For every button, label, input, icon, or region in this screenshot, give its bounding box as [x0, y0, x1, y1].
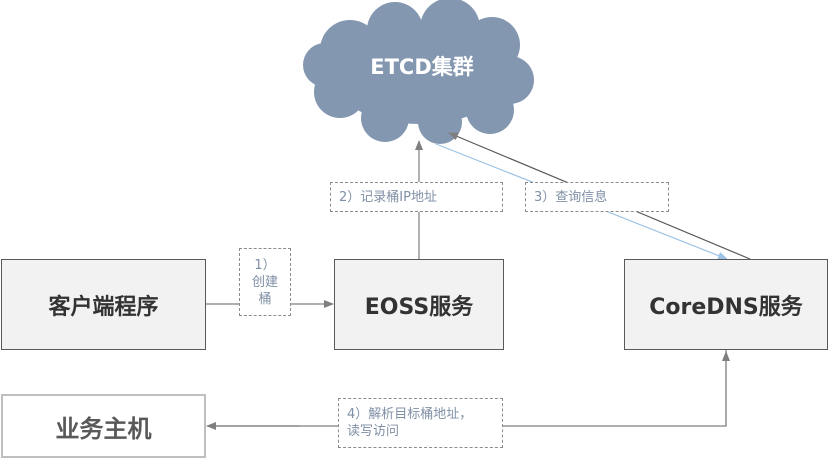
step1-create-bucket-label: 1） 创建 桶 — [239, 248, 291, 316]
etcd-cluster-label: ETCD集群 — [370, 55, 474, 79]
coredns-service-box: CoreDNS服务 — [624, 259, 828, 350]
eoss-service-box: EOSS服务 — [334, 259, 504, 350]
client-program-box: 客户端程序 — [1, 259, 206, 350]
step4-resolve-access-label: 4）解析目标桶地址， 读写访问 — [338, 398, 503, 448]
business-host-box: 业务主机 — [1, 394, 206, 458]
step3-query-info-label: 3）查询信息 — [525, 182, 669, 212]
step2-record-ip-label: 2）记录桶IP地址 — [330, 182, 503, 212]
etcd-cloud-shape — [303, 0, 534, 144]
